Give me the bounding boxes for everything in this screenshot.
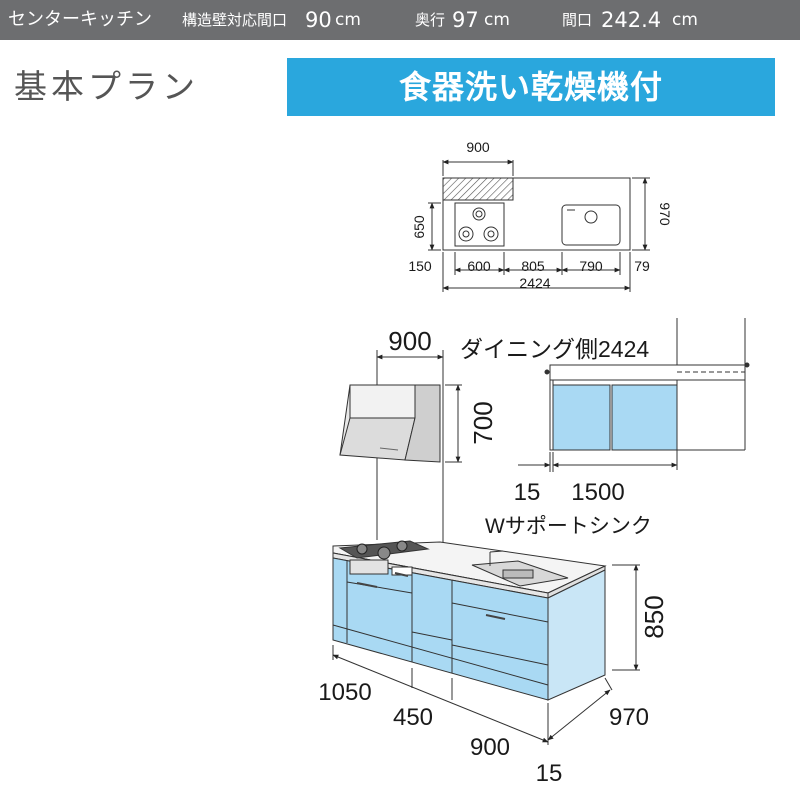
hood-width: 900 (388, 326, 431, 356)
product-name: センターキッチン (8, 9, 152, 30)
depth-value: 97 (452, 8, 479, 32)
wall-width-unit: cm (335, 10, 361, 30)
dim-1050: 1050 (318, 679, 371, 706)
dim-450: 450 (393, 704, 433, 731)
dining-gap: 15 (514, 479, 541, 506)
top-segment-79: 79 (634, 258, 650, 274)
height-dimension (612, 564, 640, 671)
width-value: 242.4 (601, 8, 662, 32)
width-label: 間口 (562, 11, 593, 29)
top-segment-790: 790 (579, 258, 603, 274)
range-hood (339, 384, 441, 463)
top-segment-600: 600 (467, 258, 491, 274)
sink-label: Wサポートシンク (485, 515, 652, 538)
dim-15: 15 (536, 760, 563, 787)
top-segment-150: 150 (408, 258, 432, 274)
counter-height: 850 (639, 595, 669, 638)
top-view (428, 159, 650, 292)
bottom-dimensions (332, 645, 613, 745)
dining-width: 1500 (571, 479, 624, 506)
depth-label: 奥行 (415, 11, 446, 29)
dining-side-label: ダイニング側2424 (460, 336, 649, 362)
width-unit: cm (672, 10, 698, 30)
top-hood-width: 900 (466, 139, 490, 155)
spec-header: センターキッチン 構造壁対応間口 90 cm 奥行 97 cm 間口 242.4… (0, 0, 800, 40)
hood-height-dimension (442, 384, 462, 545)
feature-banner: 食器洗い乾燥機付 (287, 58, 775, 116)
dim-depth-970: 970 (609, 704, 649, 731)
wall-width-value: 90 (305, 8, 332, 32)
dining-side-cabinet (544, 318, 750, 470)
dim-900: 900 (470, 734, 510, 761)
top-depth-right: 970 (657, 202, 673, 226)
top-segment-805: 805 (521, 258, 545, 274)
kitchen-counter (332, 540, 607, 701)
plan-title: 基本プラン (14, 67, 199, 106)
hood-height: 700 (468, 401, 498, 444)
depth-unit: cm (484, 10, 510, 30)
wall-width-label: 構造壁対応間口 (182, 11, 288, 29)
top-total-width: 2424 (519, 275, 550, 291)
top-depth-left: 650 (411, 215, 427, 239)
dining-width-dimension (518, 452, 678, 472)
